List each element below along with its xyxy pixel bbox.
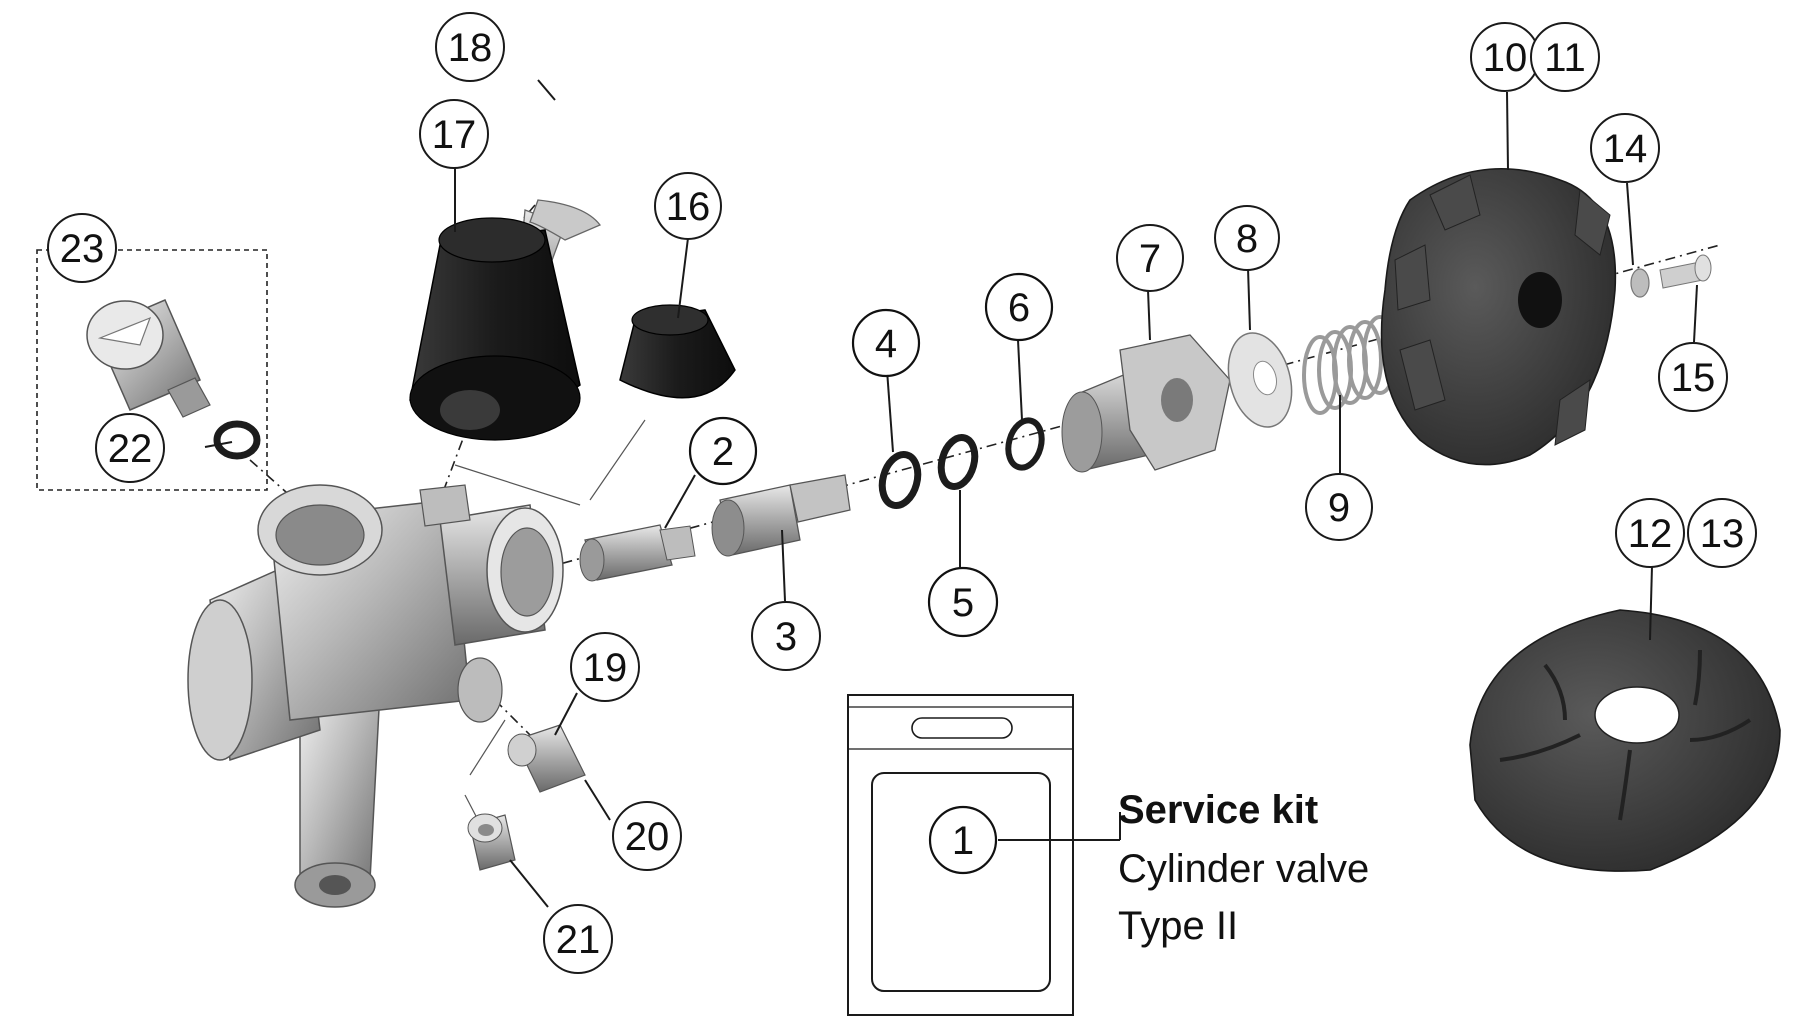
callout-16: 16	[654, 172, 722, 240]
callout-3: 3	[751, 601, 821, 671]
part-8-washer	[1227, 332, 1293, 428]
callout-number-8: 8	[1236, 217, 1258, 261]
callout-10: 10	[1470, 22, 1540, 92]
callout-number-22: 22	[108, 427, 153, 471]
part-17-rubber-bumper	[409, 217, 581, 441]
callout-circle-6	[984, 272, 1054, 342]
callout-2: 2	[688, 416, 758, 486]
valve-body	[187, 484, 564, 908]
service-kit-line-1: Cylinder valve	[1118, 847, 1369, 891]
callout-circle-5	[927, 566, 999, 638]
callout-number-10: 10	[1483, 36, 1528, 80]
callout-9: 9	[1305, 473, 1373, 541]
callout-number-2: 2	[712, 430, 734, 474]
callout-17: 17	[419, 99, 489, 169]
callout-number-17: 17	[432, 113, 477, 157]
callout-number-20: 20	[625, 815, 670, 859]
callout-number-21: 21	[556, 918, 601, 962]
part-12-13-protective-cap	[1469, 609, 1781, 872]
callout-number-3: 3	[775, 615, 797, 659]
part-5-o-ring	[937, 433, 979, 491]
part-23-plug	[86, 299, 211, 418]
part-15-screw	[1659, 254, 1712, 289]
callout-number-15: 15	[1671, 356, 1716, 400]
callout-circle-4	[851, 308, 921, 378]
callout-4: 4	[851, 308, 921, 378]
callout-20: 20	[612, 801, 682, 871]
callout-circle-20	[612, 801, 682, 871]
callout-circle-15	[1658, 342, 1728, 412]
callout-19: 19	[570, 632, 640, 702]
service-kit-line-2: Type II	[1118, 904, 1238, 948]
part-2-seat-insert	[579, 524, 696, 582]
callout-circle-16	[654, 172, 722, 240]
callout-number-6: 6	[1008, 286, 1030, 330]
callout-circle-17	[419, 99, 489, 169]
callout-15: 15	[1658, 342, 1728, 412]
callout-number-23: 23	[60, 227, 105, 271]
callout-number-9: 9	[1328, 486, 1350, 530]
part-6-o-ring	[1005, 417, 1045, 471]
callout-22: 22	[95, 413, 165, 483]
callout-6: 6	[984, 272, 1054, 342]
callout-circle-23	[47, 213, 117, 283]
callout-18: 18	[435, 12, 505, 82]
callout-number-1: 1	[952, 819, 974, 863]
callout-23: 23	[47, 213, 117, 283]
part-10-11-handwheel	[1380, 167, 1617, 466]
part-14-washer	[1630, 268, 1650, 298]
callout-circle-18	[435, 12, 505, 82]
callout-13: 13	[1687, 498, 1757, 568]
part-4-o-ring	[878, 451, 922, 509]
part-3-spindle	[711, 474, 851, 557]
callout-circle-8	[1214, 205, 1280, 271]
callout-number-16: 16	[666, 185, 711, 229]
callout-circle-22	[95, 413, 165, 483]
callout-number-7: 7	[1139, 237, 1161, 281]
callout-number-4: 4	[875, 322, 897, 366]
lower-axis-line	[494, 699, 536, 741]
callout-circle-19	[570, 632, 640, 702]
part-9-spring	[1302, 315, 1398, 415]
callout-21: 21	[543, 904, 613, 974]
callout-circle-14	[1590, 113, 1660, 183]
helper-line-c	[469, 719, 506, 776]
part-16-rubber-bumper	[619, 304, 736, 399]
part-19-20-bushing	[507, 724, 586, 793]
helper-line-a	[454, 464, 581, 506]
callout-circle-3	[751, 601, 821, 671]
callout-circle-21	[543, 904, 613, 974]
part-23-group-box	[36, 249, 268, 491]
callout-1: 1	[928, 805, 998, 875]
helper-line-b	[589, 419, 646, 501]
callout-circle-9	[1305, 473, 1373, 541]
service-kit-title: Service kit	[1118, 788, 1318, 832]
callout-11: 11	[1530, 22, 1600, 92]
part-7-gland-nut	[1061, 334, 1231, 473]
part-22-o-ring	[213, 420, 261, 460]
callout-circle-11	[1530, 22, 1600, 92]
callout-5: 5	[927, 566, 999, 638]
callout-number-19: 19	[583, 646, 628, 690]
callout-number-14: 14	[1603, 127, 1648, 171]
callout-circle-13	[1687, 498, 1757, 568]
callout-number-11: 11	[1544, 36, 1586, 80]
callout-number-12: 12	[1628, 512, 1673, 556]
callout-circle-7	[1116, 224, 1184, 292]
leader-lines	[204, 79, 1698, 908]
callout-circle-1	[928, 805, 998, 875]
callout-number-5: 5	[952, 581, 974, 625]
callout-7: 7	[1116, 224, 1184, 292]
callout-number-18: 18	[448, 26, 493, 70]
part-21-bushing	[467, 813, 516, 871]
callout-circle-2	[688, 416, 758, 486]
callout-12: 12	[1615, 498, 1685, 568]
callout-14: 14	[1590, 113, 1660, 183]
callout-circle-12	[1615, 498, 1685, 568]
callout-8: 8	[1214, 205, 1280, 271]
callout-number-13: 13	[1700, 512, 1745, 556]
